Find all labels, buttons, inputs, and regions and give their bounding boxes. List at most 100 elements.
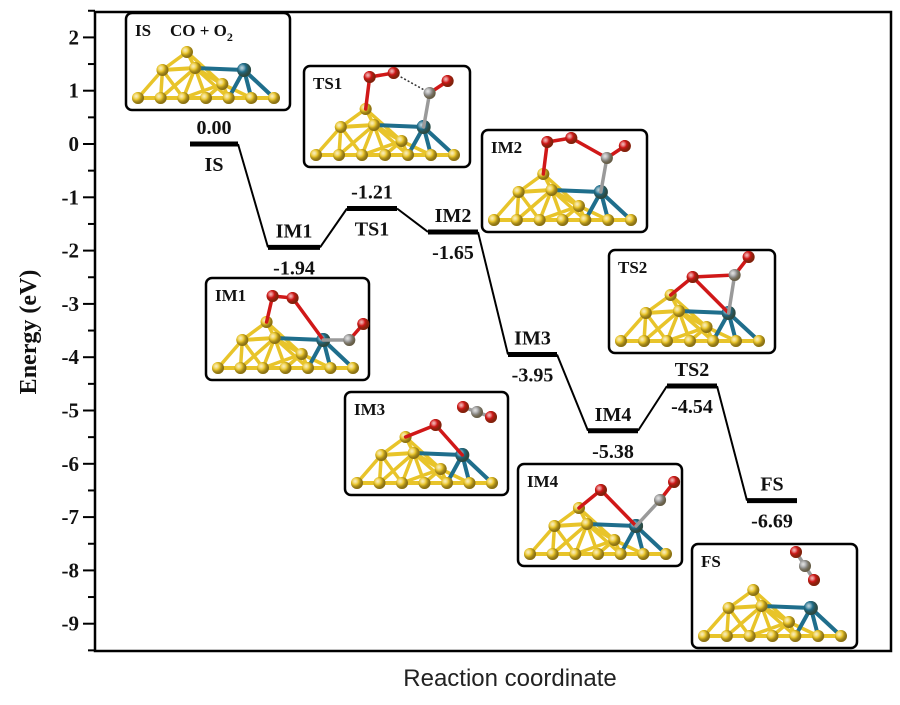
gold-atom-shade <box>684 335 696 347</box>
oxygen-atom-shade <box>485 411 497 423</box>
gold-atom-shade <box>614 548 627 560</box>
bond <box>573 538 617 556</box>
gold-atom-shade <box>789 630 802 642</box>
gold-atom-shade <box>524 548 536 560</box>
bond <box>193 66 247 72</box>
gold-atom-shade <box>743 630 756 642</box>
dashed-bond <box>393 72 431 94</box>
x-axis-label: Reaction coordinate <box>403 665 616 692</box>
state-label: IM1 <box>276 220 313 242</box>
bond <box>355 453 384 485</box>
gold-atom-shade <box>367 119 380 131</box>
bond <box>337 123 376 157</box>
gold-atom-shade <box>154 92 167 104</box>
gold-atom-shade <box>602 214 615 226</box>
gold-atom-shade <box>245 92 258 104</box>
inset-title: IM4 <box>527 472 559 491</box>
inset-title: IS <box>135 21 151 40</box>
bond <box>158 66 197 100</box>
oxygen-atom-shade <box>357 318 370 330</box>
carbon-atom-shade <box>423 87 436 99</box>
gold-atom-shade <box>441 477 453 489</box>
gold-atom-shade <box>234 362 247 374</box>
energy-value-label: -1.21 <box>351 181 393 203</box>
gold-atom-shade <box>356 149 368 161</box>
gold-atom-shade <box>132 92 144 104</box>
bond <box>726 273 737 315</box>
connector-line <box>637 385 668 432</box>
gold-atom-shade <box>310 149 322 161</box>
bond <box>537 204 581 222</box>
gold-atom-shade <box>180 46 193 58</box>
inset-title: FS <box>701 552 721 571</box>
gold-atom-shade <box>257 362 269 374</box>
inset-im4: IM4 <box>516 462 684 568</box>
oxygen-atom-shade <box>441 75 454 87</box>
connector-line <box>237 143 269 248</box>
gold-atom-shade <box>334 121 347 133</box>
bond <box>136 68 165 100</box>
bond <box>515 188 554 222</box>
state-label: FS <box>760 474 783 496</box>
oxygen-atom-shade <box>594 484 607 496</box>
gold-atom-shade <box>295 348 308 360</box>
inset-title: IM2 <box>491 138 522 157</box>
inset-im2: IM2 <box>480 128 649 234</box>
gold-atom-shade <box>407 447 420 459</box>
carbon-atom-shade <box>799 560 811 572</box>
bond <box>377 451 416 485</box>
gold-atom-shade <box>425 149 437 161</box>
bond <box>181 82 225 100</box>
carbon-atom-shade <box>654 494 667 506</box>
gold-atom-shade <box>625 214 637 226</box>
bond <box>261 352 304 370</box>
inset-ts2: TS2 <box>607 248 777 355</box>
gold-atom-shade <box>661 335 673 347</box>
state-label: IM4 <box>595 404 632 426</box>
oxygen-atom-shade <box>387 67 400 79</box>
oxygen-atom-shade <box>790 546 802 558</box>
bond <box>690 273 737 279</box>
bond <box>569 136 609 160</box>
gold-atom-shade <box>396 477 408 489</box>
y-tick-label: -1 <box>62 185 80 209</box>
gold-atom-shade <box>333 149 345 161</box>
gold-atom-shade <box>730 335 742 347</box>
y-tick-label: 1 <box>69 79 80 103</box>
energy-value-label: -1.94 <box>273 257 315 279</box>
gold-atom-shade <box>672 305 685 317</box>
bond <box>702 606 731 638</box>
gold-atom-shade <box>434 463 447 475</box>
gold-atom-shade <box>510 214 523 226</box>
connector-line <box>556 354 589 432</box>
gold-atom-shade <box>533 214 546 226</box>
oxygen-atom-shade <box>266 290 279 302</box>
inset-im3: IM3 <box>343 390 510 497</box>
carbon-atom-shade <box>600 152 613 164</box>
energy-value-label: -3.95 <box>512 365 554 387</box>
gold-atom-shade <box>545 184 558 196</box>
oxygen-atom-shade <box>457 401 469 413</box>
inset-fs: FS <box>690 542 859 650</box>
y-tick-label: 0 <box>69 132 80 156</box>
gold-atom-shade <box>766 630 779 642</box>
oxygen-atom-shade <box>742 251 755 263</box>
pt-atom-shade <box>803 601 818 615</box>
gold-atom-shade <box>373 477 386 489</box>
gold-atom-shade <box>395 135 408 147</box>
gold-atom-shade <box>222 92 235 104</box>
bond <box>314 125 343 157</box>
gold-atom-shade <box>512 186 525 198</box>
bond <box>400 467 443 485</box>
oxygen-atom-shade <box>565 132 578 144</box>
gold-atom-shade <box>637 548 650 560</box>
energy-value-label: -1.65 <box>432 242 474 264</box>
energy-profile: IS0.00IM1-1.94TS1-1.21IM2-1.65IM3-3.95IM… <box>190 117 797 533</box>
oxygen-atom-shade <box>618 140 631 152</box>
gold-atom-shade <box>579 214 592 226</box>
gold-atom-shade <box>608 534 621 546</box>
inset-title: TS2 <box>618 258 647 277</box>
oxygen-atom-shade <box>668 476 681 488</box>
gold-atom-shade <box>592 548 604 560</box>
